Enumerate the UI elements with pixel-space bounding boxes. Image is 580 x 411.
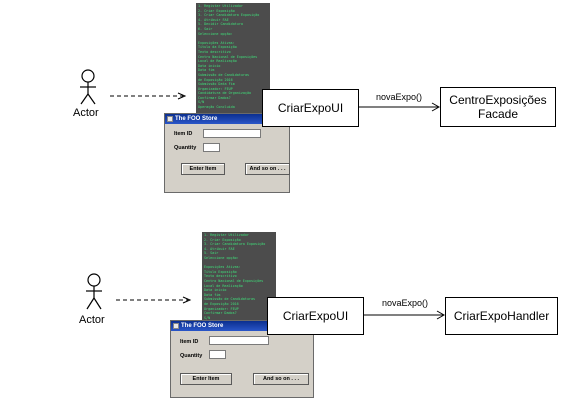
- target-box: CriarExpoHandler: [445, 297, 558, 335]
- criar-expo-ui-label: CriarExpoUI: [282, 309, 349, 323]
- target-box: CentroExposições Facade: [440, 87, 556, 127]
- item-id-label: Item ID: [174, 131, 193, 137]
- window-app-icon: [173, 323, 179, 329]
- item-id-label: Item ID: [180, 339, 199, 345]
- criar-expo-ui-box: CriarExpoUI: [262, 89, 359, 127]
- message-label: novaExpo(): [382, 298, 429, 308]
- and-so-on-button[interactable]: And so on . . .: [253, 373, 309, 385]
- item-id-field[interactable]: [209, 336, 269, 345]
- actor-label: Actor: [73, 107, 99, 119]
- actor-figure-bottom: [86, 273, 102, 310]
- enter-item-button[interactable]: Enter Item: [180, 373, 232, 385]
- window-titlebar: The FOO Store: [171, 321, 313, 331]
- criar-expo-ui-label: CriarExpoUI: [277, 101, 344, 115]
- target-line-1: CentroExposições: [449, 93, 547, 107]
- window-app-icon: [167, 116, 173, 122]
- quantity-field[interactable]: [203, 143, 220, 152]
- quantity-label: Quantity: [174, 145, 197, 151]
- message-arrowhead-bottom: [436, 310, 446, 320]
- target-line-1: CriarExpoHandler: [453, 309, 550, 323]
- window-title: The FOO Store: [175, 116, 218, 122]
- window-title: The FOO Store: [181, 323, 224, 329]
- window-titlebar: The FOO Store: [165, 114, 289, 124]
- and-so-on-button[interactable]: And so on . . .: [245, 163, 290, 175]
- target-line-2: Facade: [477, 107, 519, 121]
- item-id-field[interactable]: [203, 129, 261, 138]
- actor-figure-top: [80, 69, 96, 105]
- dashed-arrowhead-bottom: [182, 296, 192, 304]
- criar-expo-ui-box: CriarExpoUI: [267, 297, 364, 335]
- quantity-label: Quantity: [180, 353, 203, 359]
- dashed-arrowhead-top: [177, 92, 187, 100]
- actor-label: Actor: [79, 314, 105, 326]
- enter-item-button[interactable]: Enter Item: [181, 163, 225, 175]
- message-arrowhead-top: [431, 102, 441, 112]
- quantity-field[interactable]: [209, 350, 226, 359]
- message-label: novaExpo(): [376, 92, 423, 102]
